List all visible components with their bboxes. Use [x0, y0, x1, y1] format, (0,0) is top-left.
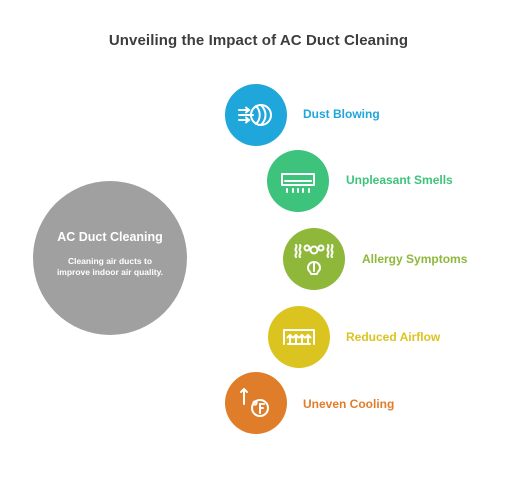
- label-reduced-airflow: Reduced Airflow: [346, 330, 441, 344]
- node-allergy-symptoms: [283, 228, 345, 290]
- label-uneven-cooling: Uneven Cooling: [303, 397, 395, 411]
- label-unpleasant-smells: Unpleasant Smells: [346, 173, 453, 187]
- center-node-title: AC Duct Cleaning: [57, 230, 163, 244]
- dust-blowing-icon: [238, 104, 272, 126]
- node-reduced-airflow: [268, 306, 330, 368]
- air-conditioner-icon: [281, 173, 315, 193]
- label-allergy-symptoms: Allergy Symptoms: [362, 252, 468, 266]
- node-dust-blowing: [225, 84, 287, 146]
- center-node: AC Duct Cleaning Cleaning air ducts to i…: [33, 181, 187, 335]
- diagram-title: Unveiling the Impact of AC Duct Cleaning: [108, 32, 409, 49]
- node-uneven-cooling: [225, 372, 287, 434]
- temperature-icon: [240, 388, 269, 417]
- airflow-vent-icon: [283, 329, 315, 345]
- allergy-icon: [294, 244, 334, 275]
- label-dust-blowing: Dust Blowing: [303, 107, 380, 121]
- center-node-description: Cleaning air ducts to improve indoor air…: [56, 256, 164, 277]
- node-unpleasant-smells: [267, 150, 329, 212]
